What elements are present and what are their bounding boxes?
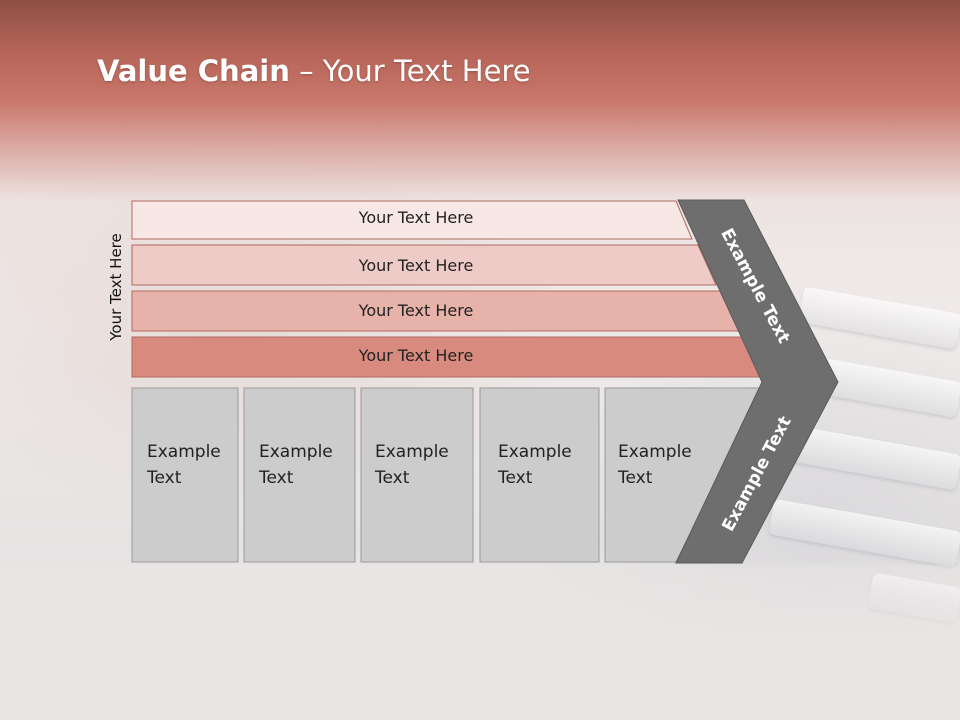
box-4-label: Example Text [498, 442, 572, 488]
box-5-label: Example Text [618, 442, 692, 488]
box-4-shape [479, 387, 600, 563]
page-title: Value Chain – Your Text Here [97, 54, 531, 88]
box-2-shape [243, 387, 356, 563]
band-1-label: Your Text Here [358, 208, 474, 227]
band-3-label: Your Text Here [358, 301, 474, 320]
chevron-arrow [675, 199, 839, 564]
band-2-shape [131, 244, 717, 286]
reflection-fade [0, 565, 960, 720]
box-1-shape [131, 387, 239, 563]
title-rest: – Your Text Here [289, 54, 531, 88]
box-2-label: Example Text [259, 442, 333, 488]
box-1-label: Example Text [147, 442, 221, 488]
box-3-shape [360, 387, 474, 563]
title-bold: Value Chain [97, 54, 290, 88]
band-2-label: Your Text Here [358, 256, 474, 275]
box-3-label: Example Text [375, 442, 449, 488]
band-1-shape [131, 200, 693, 240]
band-4-label: Your Text Here [358, 346, 474, 365]
